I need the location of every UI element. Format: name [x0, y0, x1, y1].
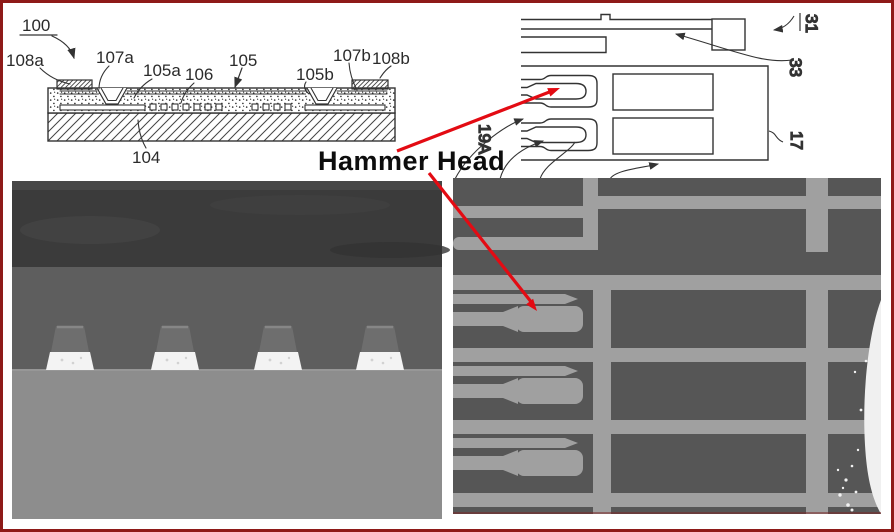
sem-right-edge-highlight [864, 300, 881, 514]
label-107a-leader [98, 65, 110, 90]
label-106-leader [180, 82, 195, 104]
inner-rect-top [612, 73, 714, 111]
hammer-head-trace-2 [521, 118, 598, 152]
label-108b: 108b [372, 49, 410, 68]
label-31-arrow [772, 15, 795, 33]
top-view-diagram: 31 33 17 19A [454, 13, 822, 180]
trench-left [96, 87, 128, 105]
trench-left-liner [100, 87, 124, 102]
label-17: 17 [787, 131, 806, 150]
leader-b [539, 141, 576, 180]
electrode-layer-105 [59, 90, 388, 95]
hammer-head-label: Hammer Head [318, 146, 505, 176]
label-105b-leader [303, 81, 310, 95]
inner-rect-bottom [612, 117, 714, 155]
lead-upper-outline [521, 13, 712, 21]
red-arrow-to-diagram [396, 88, 560, 153]
pad-108a [56, 79, 93, 90]
annotation-layer: Hammer Head [318, 88, 560, 311]
label-33-leader [674, 32, 793, 62]
hammer-head-sem-1 [453, 306, 583, 332]
label-19a: 19A [475, 124, 494, 155]
label-17-leader [768, 130, 784, 143]
label-105a: 105a [143, 61, 181, 80]
cross-section-diagram: 100 108a 107a 105a 106 105 105b 107b 108… [6, 16, 410, 167]
label-107b: 107b [333, 46, 371, 65]
label-107b-leader [348, 62, 358, 91]
label-105a-leader [133, 78, 153, 99]
leader-a [499, 140, 545, 180]
label-108b-leader [379, 65, 392, 79]
companion-traces [453, 294, 578, 448]
contact-bumps [46, 325, 404, 370]
contact-bump-2 [151, 325, 199, 370]
trench-right [306, 87, 338, 105]
trench-right-liner [310, 87, 334, 102]
label-105: 105 [229, 51, 257, 70]
sem-image-right [453, 178, 881, 514]
pad-108b [351, 79, 389, 90]
lead-second-outline [521, 36, 607, 54]
contact-bump-1 [46, 325, 94, 370]
teeth-106 [149, 103, 292, 111]
label-33: 33 [786, 58, 805, 77]
hammer-head-trace-1 [521, 74, 598, 108]
label-104: 104 [132, 148, 160, 167]
sem-right-speckles [836, 359, 868, 512]
label-100: 100 [22, 16, 50, 35]
label-105b: 105b [296, 65, 334, 84]
label-100-arrow [51, 35, 76, 60]
label-108a-leader [39, 67, 71, 85]
label-107a: 107a [96, 48, 134, 67]
contact-bump-3 [254, 325, 302, 370]
sem-left-bottom-band [12, 369, 442, 519]
red-arrow-to-sem [427, 172, 537, 311]
label-108a: 108a [6, 51, 44, 70]
sem-right-traces [453, 178, 881, 514]
label-19a-arrow [454, 118, 525, 180]
sem-right-bottom-artifact [453, 512, 881, 514]
bottom-bar-left [59, 104, 146, 111]
bottom-bar-right [304, 104, 386, 111]
label-105-arrow [234, 67, 243, 89]
label-106: 106 [185, 65, 213, 84]
hammer-head-sem-3 [453, 450, 583, 476]
contact-bump-4 [356, 325, 404, 370]
hammer-head-sem-2 [453, 378, 583, 404]
label-104-leader [137, 119, 147, 149]
frame-17 [521, 65, 769, 161]
leader-c [609, 162, 660, 180]
bond-pad [711, 18, 746, 51]
sem-image-left [12, 181, 450, 519]
label-31: 31 [802, 14, 821, 33]
substrate-104 [47, 112, 396, 142]
